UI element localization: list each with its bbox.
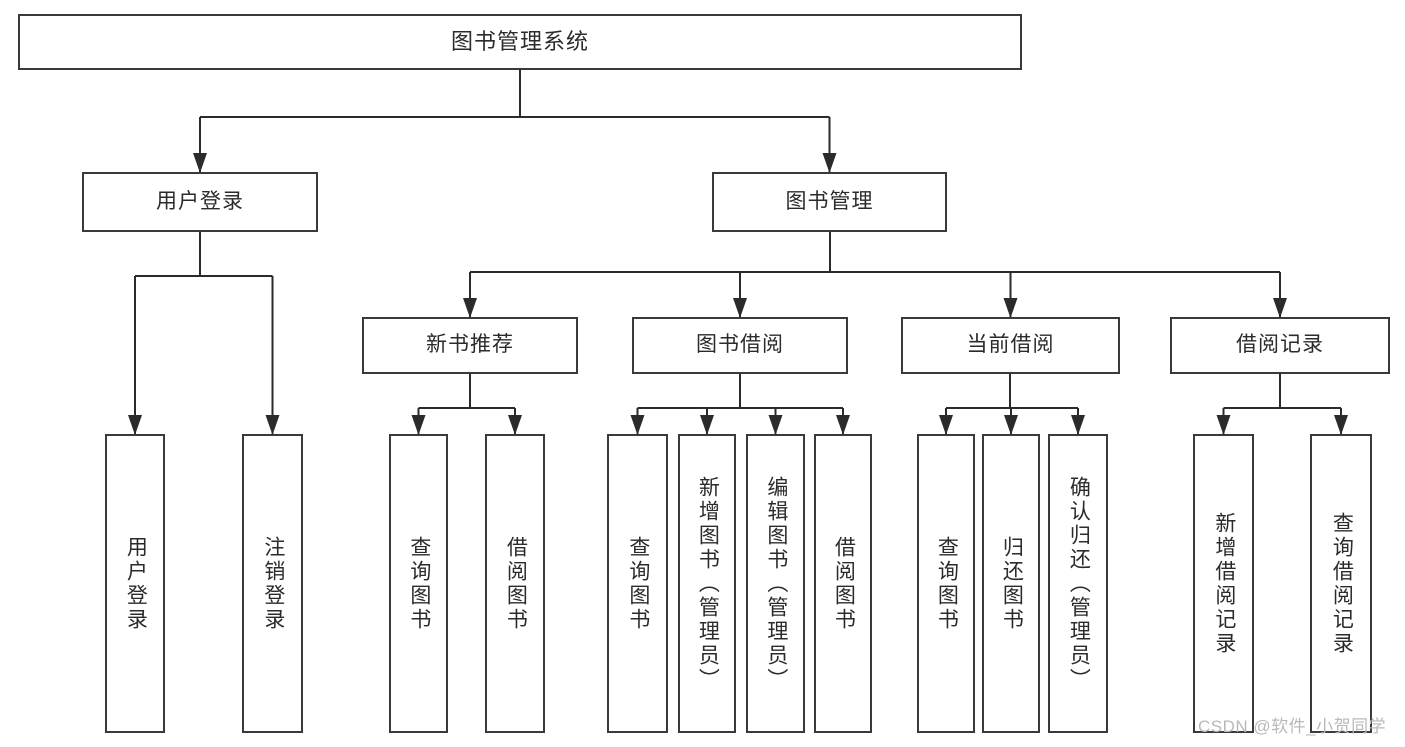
node-label: 新增图书（管理员） <box>696 475 720 692</box>
node-label: 借阅图书 <box>832 535 856 632</box>
arrowhead-leaf-bw-query <box>630 415 645 435</box>
arrowhead-bookmgmt <box>822 153 837 173</box>
node-newbook: 新书推荐 <box>362 317 578 374</box>
node-label: 确认归还（管理员） <box>1067 475 1091 692</box>
node-leaf-bw-borrow: 借阅图书 <box>814 434 872 733</box>
node-login: 用户登录 <box>82 172 318 232</box>
node-label: 图书管理 <box>785 189 874 213</box>
node-leaf-cur-return: 归还图书 <box>982 434 1040 733</box>
node-label: 查询图书 <box>626 535 650 632</box>
node-leaf-cur-confirm: 确认归还（管理员） <box>1048 434 1108 733</box>
arrowhead-leaf-rec-add <box>1216 415 1231 435</box>
node-label: 查询图书 <box>935 535 959 632</box>
arrowhead-leaf-user-logout <box>265 415 280 435</box>
arrowhead-current <box>1003 298 1018 318</box>
node-leaf-cur-query: 查询图书 <box>917 434 975 733</box>
node-current: 当前借阅 <box>901 317 1120 374</box>
arrowhead-leaf-cur-confirm <box>1071 415 1085 435</box>
node-borrow: 图书借阅 <box>632 317 848 374</box>
node-label: 图书借阅 <box>696 333 784 357</box>
node-label: 借阅记录 <box>1236 333 1324 357</box>
node-leaf-nb-borrow: 借阅图书 <box>485 434 545 733</box>
node-leaf-bw-add: 新增图书（管理员） <box>678 434 736 733</box>
node-records: 借阅记录 <box>1170 317 1390 374</box>
arrowhead-login <box>193 153 207 173</box>
node-label: 注销登录 <box>261 535 285 632</box>
node-label: 当前借阅 <box>966 333 1055 357</box>
node-label: 查询图书 <box>407 535 431 632</box>
arrowhead-leaf-cur-query <box>939 415 953 435</box>
node-label: 用户登录 <box>156 189 244 213</box>
arrowhead-leaf-nb-borrow <box>508 415 522 435</box>
arrowhead-leaf-nb-query <box>411 415 426 435</box>
arrowhead-leaf-bw-edit <box>768 415 783 435</box>
arrowhead-leaf-bw-borrow <box>836 415 850 435</box>
node-label: 归还图书 <box>1000 535 1024 632</box>
node-leaf-rec-add: 新增借阅记录 <box>1193 434 1254 733</box>
node-label: 编辑图书（管理员） <box>764 475 788 692</box>
arrowhead-leaf-bw-add <box>700 415 714 435</box>
node-label: 用户登录 <box>124 535 148 632</box>
node-leaf-user-logout: 注销登录 <box>242 434 303 733</box>
node-label: 新增借阅记录 <box>1212 511 1236 656</box>
node-label: 新书推荐 <box>426 333 514 357</box>
arrowhead-leaf-cur-return <box>1004 415 1018 435</box>
node-label: 借阅图书 <box>504 535 528 632</box>
node-label: 查询借阅记录 <box>1330 511 1354 656</box>
node-bookmgmt: 图书管理 <box>712 172 947 232</box>
node-leaf-bw-edit: 编辑图书（管理员） <box>746 434 805 733</box>
node-leaf-bw-query: 查询图书 <box>607 434 668 733</box>
arrowhead-leaf-rec-query <box>1334 415 1348 435</box>
arrowhead-records <box>1273 298 1287 318</box>
node-leaf-nb-query: 查询图书 <box>389 434 448 733</box>
arrowhead-borrow <box>733 298 747 318</box>
arrowhead-leaf-user-login <box>128 415 142 435</box>
node-label: 图书管理系统 <box>450 29 589 55</box>
node-leaf-rec-query: 查询借阅记录 <box>1310 434 1372 733</box>
watermark-text: CSDN @软件_小贺同学 <box>1198 717 1387 736</box>
node-root: 图书管理系统 <box>18 14 1022 70</box>
arrowhead-newbook <box>463 298 477 318</box>
node-leaf-user-login: 用户登录 <box>105 434 165 733</box>
